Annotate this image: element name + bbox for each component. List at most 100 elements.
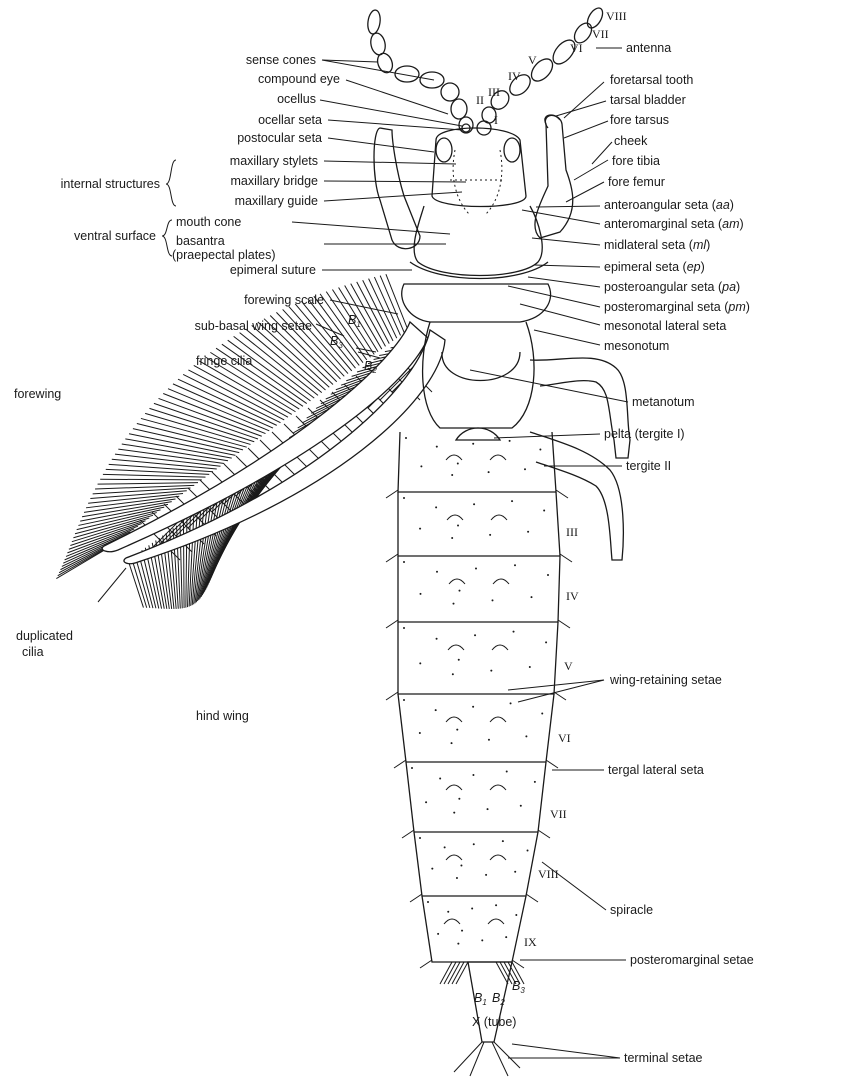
stipple-dot	[457, 525, 459, 527]
lateral-seta	[554, 692, 566, 700]
stipple-dot	[451, 537, 453, 539]
forewing-cilium	[374, 277, 400, 335]
label-sense-cones: sense cones	[246, 53, 316, 67]
abdominal-segment	[398, 556, 560, 622]
stipple-dot	[419, 732, 421, 734]
label-midlateral-seta: midlateral seta (ml)	[604, 238, 710, 252]
stipple-dot	[411, 767, 413, 769]
forewing-cilium	[301, 301, 355, 368]
stipple-dot	[453, 812, 455, 814]
stipple-dot	[545, 641, 547, 643]
stipple-dot	[461, 930, 463, 932]
label-mesonotal-lateral-seta: mesonotal lateral seta	[604, 319, 726, 333]
abdominal-segment	[398, 694, 554, 762]
stipple-dot	[514, 871, 516, 873]
stipple-dot	[431, 868, 433, 870]
stipple-dot	[403, 699, 405, 701]
terminal-setae-lines	[454, 1042, 520, 1076]
stipple-dot	[403, 561, 405, 563]
stipple-dot	[405, 437, 407, 439]
stipple-dot	[436, 571, 438, 573]
label-terminal-setae: terminal setae	[624, 1051, 703, 1065]
abdomen	[386, 432, 572, 984]
label-mesonotum: mesonotum	[604, 339, 669, 353]
forewing-cilium	[82, 502, 172, 517]
label-ocellus: ocellus	[277, 92, 316, 106]
stipple-dot	[488, 471, 490, 473]
label-wing-retaining-setae: wing-retaining setae	[609, 673, 722, 687]
wing-retaining-seta	[446, 455, 462, 460]
mesothorax	[402, 284, 551, 322]
stipple-dot	[457, 943, 459, 945]
code-b3-tube: B3	[512, 979, 525, 995]
stipple-dot	[525, 735, 527, 737]
stipple-dot	[490, 670, 492, 672]
lateral-seta	[512, 960, 524, 968]
label-posteromarginal-seta: posteromarginal seta (pm)	[604, 300, 750, 314]
abdomen-numeral-viii: VIII	[538, 867, 559, 881]
stipple-dot	[425, 801, 427, 803]
abdomen-numeral-v: V	[564, 659, 573, 673]
forewing-cilium	[228, 340, 311, 401]
label-hind-wing: hind wing	[196, 709, 249, 723]
hind-wing-cilium	[135, 555, 150, 608]
left-compound-eye	[436, 138, 452, 162]
abdomen-numeral-iii: III	[566, 525, 578, 539]
label-antenna: antenna	[626, 41, 671, 55]
lateral-seta	[526, 894, 538, 902]
abdomen-numeral-iv: IV	[566, 589, 579, 603]
label-praepectal-plates: (praepectal plates)	[172, 248, 276, 262]
lateral-seta	[560, 554, 572, 562]
stipple-dot	[488, 739, 490, 741]
stipple-dot	[541, 712, 543, 714]
lateral-seta	[402, 830, 414, 838]
label-foretarsal-tooth: foretarsal tooth	[610, 73, 693, 87]
forewing-cilium	[163, 394, 265, 434]
lateral-seta	[546, 760, 558, 768]
antenna-numeral-ii: II	[476, 93, 484, 107]
stipple-dot	[427, 901, 429, 903]
lateral-seta	[558, 620, 570, 628]
tube-seta-codes: B1 B2 B3	[474, 979, 525, 1007]
abdominal-segment	[398, 432, 556, 492]
stipple-dot	[524, 468, 526, 470]
stipple-dot	[419, 528, 421, 530]
label-epimeral-suture: epimeral suture	[230, 263, 316, 277]
label-posteroangular-seta: posteroangular seta (pa)	[604, 280, 740, 294]
stipple-dot	[473, 843, 475, 845]
pelta	[456, 428, 500, 440]
label-maxillary-guide: maxillary guide	[235, 194, 318, 208]
label-maxillary-bridge: maxillary bridge	[230, 174, 318, 188]
wing-retaining-seta	[446, 717, 462, 722]
stipple-dot	[460, 865, 462, 867]
code-b3-wing: B3	[330, 334, 343, 350]
stipple-dot	[495, 904, 497, 906]
antenna-numeral-vii: VII	[592, 27, 609, 41]
lateral-seta	[386, 692, 398, 700]
label-tarsal-bladder: tarsal bladder	[610, 93, 686, 107]
stipple-dot	[487, 808, 489, 810]
stipple-dot	[420, 593, 422, 595]
wing-retaining-seta	[446, 785, 462, 790]
head	[432, 128, 526, 207]
forewing-cilium	[194, 365, 288, 417]
label-fringe-cilia: fringe cilia	[196, 354, 252, 368]
forewing-cilium	[98, 483, 198, 485]
label-anteromarginal-seta: anteromarginal seta (am)	[604, 217, 744, 231]
label-tergal-lateral-seta: tergal lateral seta	[608, 763, 704, 777]
stipple-dot	[506, 770, 508, 772]
lateral-seta	[420, 960, 432, 968]
hind-leg	[530, 358, 630, 458]
label-compound-eye: compound eye	[258, 72, 340, 86]
label-fore-femur: fore femur	[608, 175, 665, 189]
label-mouth-cone: mouth cone	[176, 215, 241, 229]
lateral-seta	[386, 554, 398, 562]
label-forewing: forewing	[14, 387, 61, 401]
lateral-seta	[410, 894, 422, 902]
stipple-dot	[534, 781, 536, 783]
stipple-dot	[419, 662, 421, 664]
hind-wing-cilium	[128, 560, 143, 608]
abdomen-numeral-vii: VII	[550, 807, 567, 821]
forewing-cilium	[103, 474, 206, 477]
